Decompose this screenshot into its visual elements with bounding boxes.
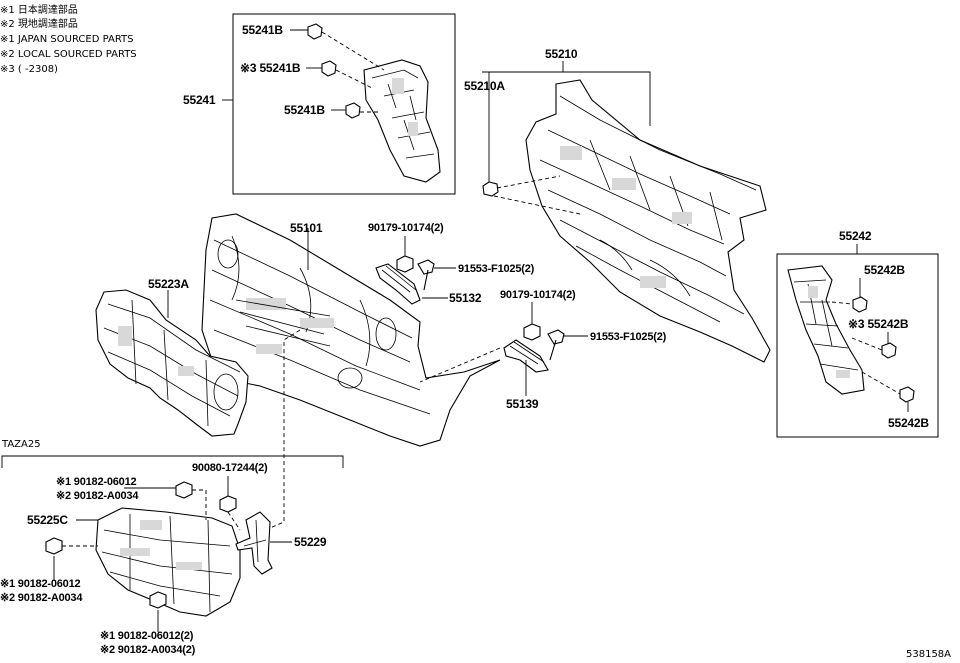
clip-55241B-2	[306, 60, 337, 77]
clip-55241B-3	[331, 102, 361, 119]
part-55223A	[95, 289, 249, 437]
figure-reference-number: 538158A	[906, 649, 952, 660]
label-55210[interactable]: 55210	[545, 47, 578, 61]
legend-line-4: ※2 LOCAL SOURCED PARTS	[0, 49, 137, 60]
clip-55210A	[482, 181, 499, 197]
leader-55210	[482, 71, 651, 126]
clip-55242B-1	[852, 296, 868, 313]
label-55242B-top[interactable]: 55242B	[864, 263, 905, 277]
label-55225C[interactable]: 55225C	[27, 513, 68, 527]
bolt-91553-b	[547, 329, 565, 361]
clip-90182-b	[45, 537, 63, 555]
label-90182-a1[interactable]: ※1 90182-06012	[56, 476, 137, 488]
label-55132[interactable]: 55132	[449, 291, 482, 305]
label-91553-a[interactable]: 91553-F1025(2)	[458, 263, 535, 275]
label-55241B-top[interactable]: 55241B	[242, 23, 283, 37]
clip-55242B-2	[881, 342, 897, 359]
dash-55210A-a	[496, 175, 561, 189]
group-bracket-taza25	[1, 455, 344, 468]
label-55210A[interactable]: 55210A	[464, 79, 505, 93]
label-55241[interactable]: 55241	[183, 93, 216, 107]
part-55229	[235, 511, 273, 575]
label-91553-b[interactable]: 91553-F1025(2)	[590, 331, 667, 343]
part-55210	[525, 79, 771, 363]
nut-90080	[219, 495, 237, 513]
clip-55241B-1	[290, 23, 323, 40]
label-55223A[interactable]: 55223A	[148, 277, 189, 291]
legend-line-1: ※1 日本調達部品	[0, 5, 78, 16]
label-55229[interactable]: 55229	[294, 535, 327, 549]
dash-90080	[227, 511, 241, 531]
group-box-55241	[232, 13, 456, 195]
part-55241	[363, 59, 441, 183]
label-90080[interactable]: 90080-17244(2)	[192, 462, 268, 474]
nut-90179-a	[396, 255, 414, 273]
label-90182-b1[interactable]: ※1 90182-06012	[0, 578, 81, 590]
clip-55242B-3	[899, 386, 915, 403]
label-90182-b2[interactable]: ※2 90182-A0034	[0, 592, 83, 604]
label-55242B-low[interactable]: 55242B	[888, 416, 929, 430]
label-90182-c2[interactable]: ※2 90182-A0034(2)	[100, 644, 196, 656]
dash-55241B-1	[321, 31, 385, 71]
dash-55101-55229	[269, 329, 301, 529]
label-90182-c1[interactable]: ※1 90182-06012(2)	[100, 630, 194, 642]
clip-90182-a	[175, 481, 193, 499]
label-90182-a2[interactable]: ※2 90182-A0034	[56, 490, 139, 502]
bolt-91553-a	[417, 259, 435, 291]
label-90179-b[interactable]: 90179-10174(2)	[500, 289, 576, 301]
nut-90179-b	[523, 323, 541, 341]
dash-55242B-2	[851, 337, 883, 351]
part-55225C	[95, 507, 241, 617]
label-55139[interactable]: 55139	[506, 397, 539, 411]
legend-line-5: ※3 ( -2308)	[0, 64, 58, 75]
dash-55242B-3	[861, 371, 901, 395]
label-55101[interactable]: 55101	[290, 221, 323, 235]
dash-55242B-1	[831, 301, 853, 305]
label-55242[interactable]: 55242	[839, 229, 872, 243]
dash-55210A-b	[493, 195, 581, 215]
clip-90182-c	[149, 591, 167, 609]
legend-line-2: ※2 現地調達部品	[0, 19, 78, 30]
label-55241B-mid[interactable]: ※3 55241B	[240, 61, 301, 75]
dash-55139	[419, 347, 501, 383]
label-55242B-mid[interactable]: ※3 55242B	[848, 317, 909, 331]
part-55242	[787, 265, 865, 395]
part-55132	[375, 263, 421, 305]
label-90179-a[interactable]: 90179-10174(2)	[368, 222, 444, 234]
label-55241B-low[interactable]: 55241B	[284, 103, 325, 117]
label-taza25: TAZA25	[2, 439, 41, 450]
group-box-55242	[776, 253, 939, 438]
part-55139	[503, 339, 549, 373]
part-55101	[201, 213, 501, 447]
legend-line-3: ※1 JAPAN SOURCED PARTS	[0, 34, 134, 45]
